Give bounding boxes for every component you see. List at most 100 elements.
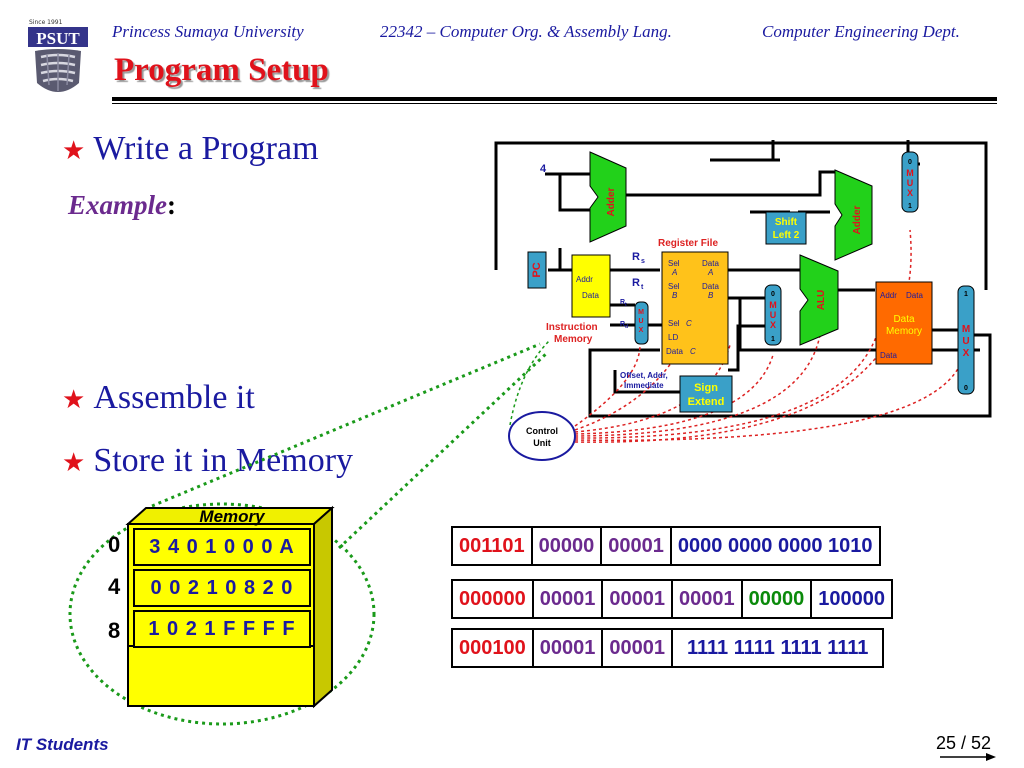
reg-port-label: A (671, 268, 677, 277)
mux-letter: U (962, 336, 969, 347)
encoding-field: 100000 (810, 579, 893, 619)
encoding-field: 000100 (451, 628, 534, 668)
mux-letter: M (638, 309, 644, 316)
mux-input-label: t (625, 302, 627, 308)
control-unit-label: Unit (533, 438, 551, 448)
encoding-field: 00001 (601, 628, 673, 668)
encoding-field: 00001 (671, 579, 743, 619)
encoding-field: 00001 (600, 526, 672, 566)
encoding-row-3: 000100 00001 00001 1111 1111 1111 1111 (451, 628, 885, 668)
star-bullet-icon: ★ (62, 385, 86, 414)
imem-caption: Memory (554, 334, 593, 345)
footer-label: IT Students (16, 735, 109, 754)
shift-label: Shift (775, 217, 798, 228)
dmem-title: Memory (886, 326, 922, 337)
rs-subscript: s (641, 258, 645, 265)
adder-label: Adder (852, 205, 863, 234)
sign-extend-label: Extend (688, 396, 725, 408)
star-bullet-icon: ★ (62, 136, 86, 165)
mux-letter: X (770, 320, 776, 330)
mux-sel-label: 0 (771, 291, 775, 298)
bullet-write-program: ★Write a Program (62, 130, 319, 168)
reg-port-label: Data (702, 282, 719, 291)
encoding-row-1: 001101 00000 00001 0000 0000 0000 1010 (451, 526, 881, 566)
encoding-field: 0000 0000 0000 1010 (669, 526, 881, 566)
reg-port-label: Sel (668, 319, 680, 328)
bullet-write-text: Write a Program (93, 130, 319, 167)
header-course: 22342 – Computer Org. & Assembly Lang. (380, 22, 672, 41)
imem-data-label: Data (582, 291, 599, 300)
reg-port-label: C (686, 319, 692, 328)
header-university: Princess Sumaya University (112, 22, 304, 41)
imem-caption: Instruction (546, 322, 598, 333)
adder-label: Adder (606, 187, 617, 216)
page-number: 25 / 52 (936, 733, 992, 753)
encoding-field: 00000 (740, 579, 813, 619)
dmem-title: Data (893, 314, 915, 325)
mux-letter: M (769, 300, 777, 310)
encoding-field: 1111 1111 1111 1111 (670, 628, 885, 668)
imem-addr-label: Addr (576, 275, 593, 284)
mux-sel-label: 1 (908, 203, 912, 210)
mux-input-label: d (625, 324, 628, 330)
reg-port-label: Data (702, 259, 719, 268)
logo-since-text: Since 1991 (29, 19, 63, 26)
memory-address: 4 (108, 574, 121, 599)
mux-sel-label: 1 (771, 336, 775, 343)
logo-text: PSUT (36, 29, 80, 48)
dmem-port-label: Addr (880, 291, 897, 300)
example-colon: : (167, 190, 176, 220)
mux-sel-label: 1 (964, 291, 968, 298)
reg-port-label: Sel (668, 282, 680, 291)
bullet-assemble-text: Assemble it (93, 379, 255, 416)
datapath-diagram: PC Addr Data Instruction Memory 4 Adder … (494, 140, 992, 461)
mux-letter: U (770, 310, 777, 320)
star-bullet-icon: ★ (62, 448, 86, 477)
mux-letter: U (638, 318, 643, 325)
reg-port-label: Sel (668, 259, 680, 268)
next-arrow-icon[interactable] (940, 752, 996, 762)
encoding-row-2: 000000 00001 00001 00001 00000 100000 (451, 579, 893, 619)
mux-input-label: R (620, 299, 625, 306)
example-text: Example (68, 190, 167, 220)
control-unit-label: Control (526, 426, 558, 436)
rt-label: R (632, 277, 640, 289)
encoding-field: 00001 (531, 628, 604, 668)
offset-caption: Offset, Addr, (620, 371, 668, 380)
alu-label: ALU (816, 290, 827, 311)
title-rule-thin (112, 103, 997, 104)
reg-port-label: A (707, 268, 713, 277)
header-dept: Computer Engineering Dept. (762, 22, 960, 41)
mux-input-label: R (620, 321, 625, 328)
title-rule (112, 97, 997, 101)
bullet-store-text: Store it in Memory (93, 442, 354, 479)
mux-letter: M (962, 324, 970, 335)
sign-extend-label: Sign (694, 382, 718, 394)
reg-port-label: Data (666, 347, 683, 356)
reg-port-label: B (708, 291, 714, 300)
memory-word: 0 0 2 1 0 8 2 0 (133, 569, 311, 607)
memory-address: 0 (108, 532, 121, 557)
mux-letter: X (907, 188, 913, 198)
encoding-field: 00000 (530, 526, 603, 566)
memory-label: Memory (199, 507, 266, 526)
encoding-field: 00001 (531, 579, 604, 619)
memory-address: 8 (108, 618, 121, 643)
encoding-field: 001101 (451, 526, 533, 566)
dmem-port-label: Data (880, 351, 897, 360)
bullet-assemble: ★Assemble it (62, 379, 255, 417)
mux-letter: X (963, 348, 970, 359)
register-file-title: Register File (658, 238, 718, 249)
rs-label: R (632, 251, 640, 263)
slide-title: Program Setup (114, 52, 329, 88)
pc-label: PC (531, 262, 543, 277)
dmem-port-label: Data (906, 291, 923, 300)
reg-port-label: C (690, 347, 696, 356)
rt-subscript: t (641, 284, 644, 291)
reg-port-label: B (672, 291, 678, 300)
encoding-field: 000000 (451, 579, 534, 619)
psut-logo: Since 1991 PSUT (28, 19, 88, 92)
encoding-field: 00001 (601, 579, 673, 619)
reg-port-label: LD (668, 333, 678, 342)
mux-sel-label: 0 (964, 385, 968, 392)
